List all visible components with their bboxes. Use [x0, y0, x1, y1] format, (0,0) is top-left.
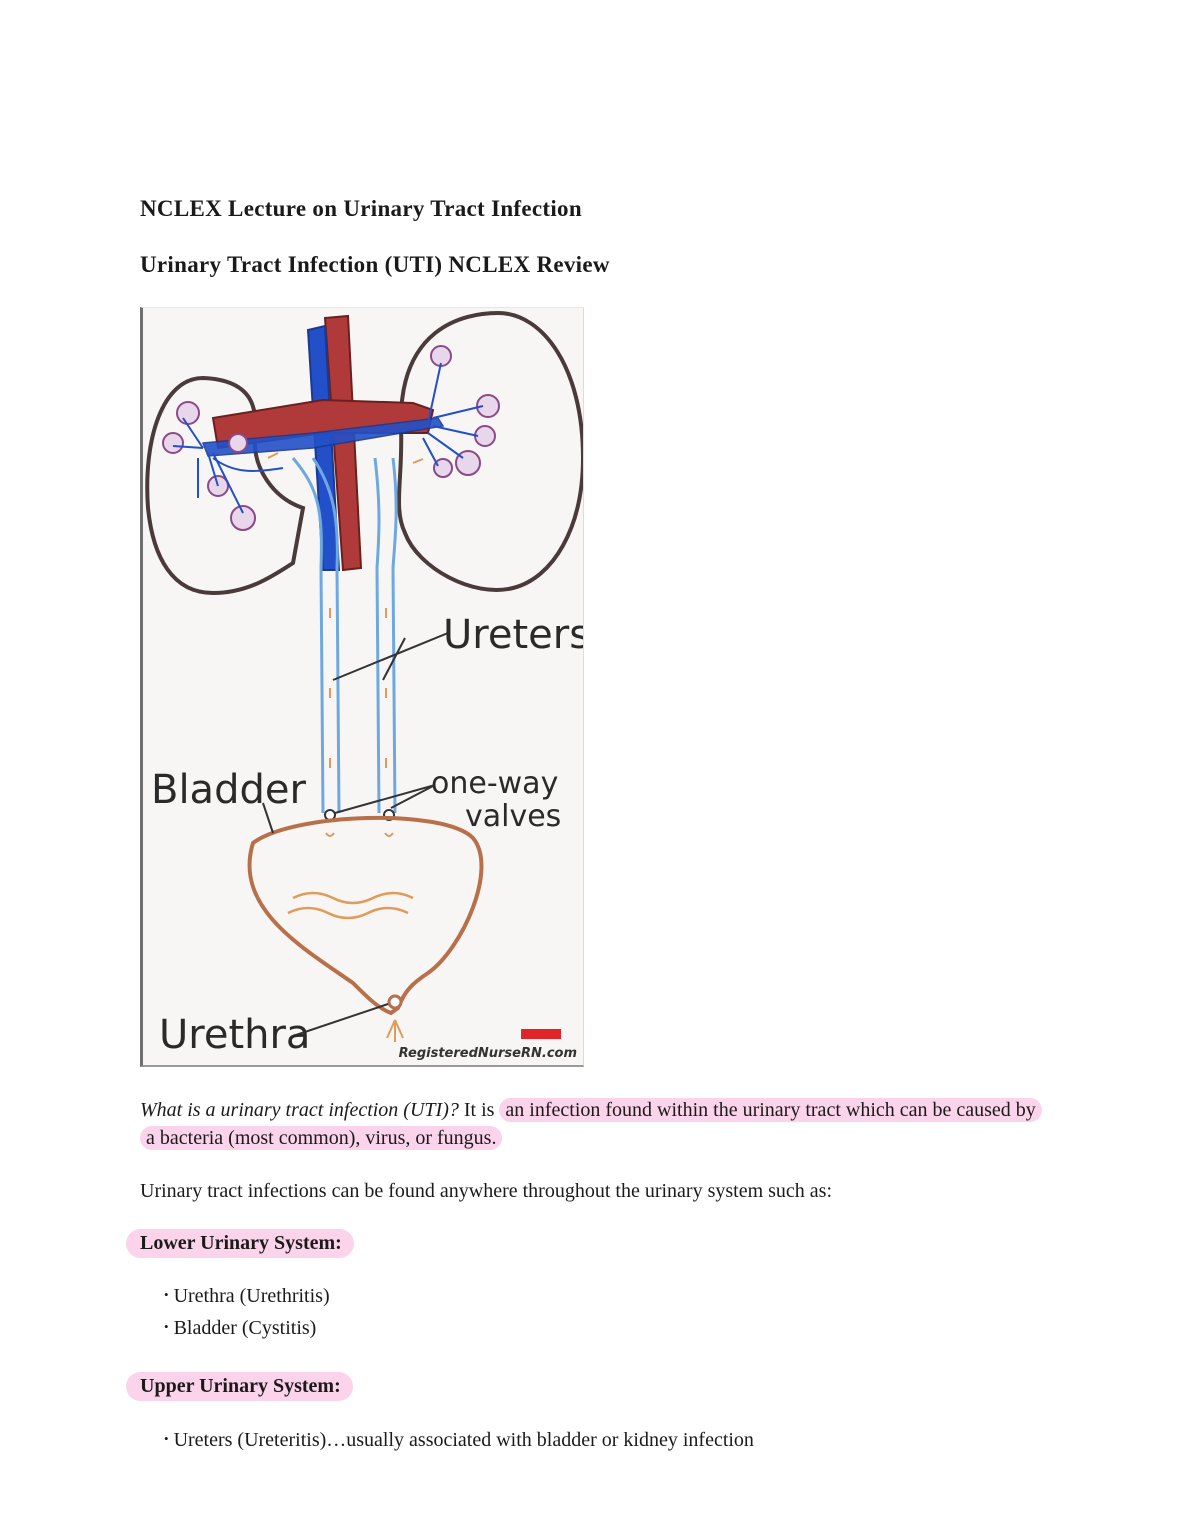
label-bladder: Bladder	[151, 767, 306, 813]
document-subtitle: Urinary Tract Infection (UTI) NCLEX Revi…	[140, 252, 610, 277]
urethra-opening	[387, 994, 403, 1010]
upper-urinary-list: Ureters (Ureteritis)…usually associated …	[164, 1425, 754, 1457]
subscribe-badge	[521, 1029, 561, 1039]
bladder	[247, 815, 484, 1016]
document-title: NCLEX Lecture on Urinary Tract Infection	[140, 196, 582, 221]
locations-paragraph: Urinary tract infections can be found an…	[140, 1180, 833, 1202]
list-item: Ureters (Ureteritis)…usually associated …	[164, 1425, 754, 1457]
uti-question: What is a urinary tract infection (UTI)?	[140, 1099, 459, 1121]
vena-cava	[306, 324, 341, 571]
diagram-drawing: Ureters Bladder one-way valves Urethra	[145, 310, 584, 1058]
uti-lead: It is	[458, 1099, 500, 1121]
right-kidney	[397, 310, 583, 592]
lower-urinary-list: Urethra (Urethritis) Bladder (Cystitis)	[164, 1281, 330, 1345]
uti-definition-paragraph: What is a urinary tract infection (UTI)?…	[140, 1096, 1042, 1152]
list-item: Urethra (Urethritis)	[164, 1281, 330, 1313]
label-valves-2: valves	[465, 799, 561, 834]
label-urethra: Urethra	[159, 1012, 310, 1058]
urinary-system-diagram: Ureters Bladder one-way valves Urethra R…	[140, 307, 584, 1067]
image-credit: RegisteredNurseRN.com	[398, 1046, 577, 1061]
label-valves-1: one-way	[431, 766, 558, 801]
right-nephrons	[430, 345, 500, 478]
lower-urinary-heading: Lower Urinary System:	[126, 1229, 354, 1258]
left-nephrons	[162, 401, 256, 531]
label-ureters: Ureters	[443, 612, 584, 658]
ureters	[291, 457, 398, 814]
upper-urinary-heading: Upper Urinary System:	[126, 1372, 353, 1401]
list-item: Bladder (Cystitis)	[164, 1313, 330, 1345]
